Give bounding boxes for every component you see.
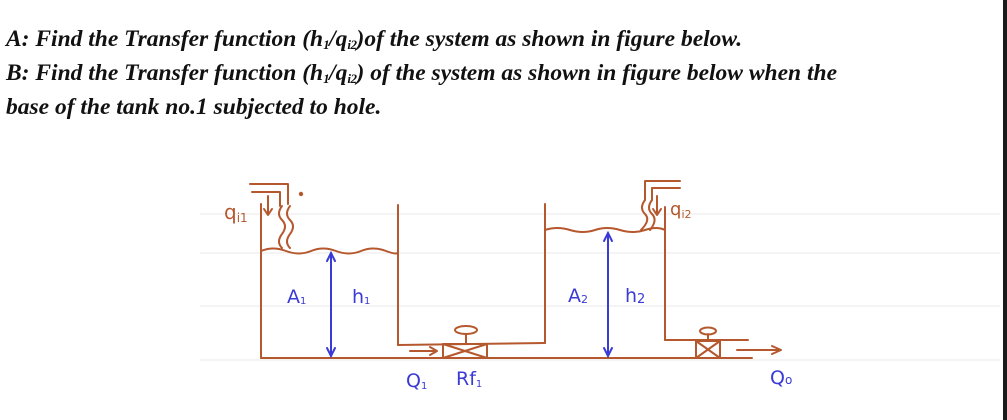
label-qo: Qo bbox=[770, 367, 792, 389]
valve-outlet[interactable] bbox=[695, 326, 721, 359]
label-h1: h1 bbox=[352, 286, 370, 308]
question-a-suffix: )of the system as shown in figure below. bbox=[356, 26, 743, 52]
subscript: 1 bbox=[323, 37, 330, 52]
question-b-suffix: ) of the system as shown in figure below… bbox=[356, 60, 838, 86]
valve-handwheel bbox=[699, 326, 717, 336]
label-q1: Q1 bbox=[406, 370, 427, 392]
valve-rf1[interactable] bbox=[442, 325, 488, 359]
flow-arrow-qo bbox=[736, 345, 782, 355]
label-h2: h2 bbox=[625, 285, 645, 307]
question-text: A: Find the Transfer function (h1/qi2)of… bbox=[6, 25, 837, 121]
tank-1-inflow-pipe bbox=[249, 183, 294, 249]
page-edge-bar bbox=[1003, 0, 1007, 420]
tank-1 bbox=[260, 203, 400, 359]
tank-2-inflow-pipe bbox=[640, 180, 681, 231]
question-a: A: Find the Transfer function (h1/qi2)of… bbox=[6, 25, 837, 59]
tank-2-water-surface bbox=[544, 227, 666, 233]
flow-arrow-q1 bbox=[409, 346, 438, 356]
notebook-gridlines bbox=[200, 213, 1000, 361]
label-a2: A2 bbox=[568, 285, 588, 307]
question-b-prefix: B: Find the Transfer function (h bbox=[6, 60, 324, 86]
subscript: 1 bbox=[323, 71, 330, 86]
tank-1-water-surface bbox=[260, 247, 400, 255]
question-a-mid: /q bbox=[329, 26, 348, 52]
label-a1: A1 bbox=[287, 286, 306, 308]
question-b-mid: /q bbox=[329, 60, 348, 86]
question-b: B: Find the Transfer function (h1/qi2) o… bbox=[6, 59, 837, 93]
question-a-prefix: A: Find the Transfer function (h bbox=[6, 26, 324, 52]
valve-handwheel bbox=[454, 325, 478, 335]
subscript: i2 bbox=[347, 37, 357, 52]
label-qi2: qi2 bbox=[670, 199, 692, 221]
question-b-line2: base of the tank no.1 subjected to hole. bbox=[6, 94, 382, 120]
h1-dimension-arrow bbox=[326, 250, 336, 359]
h2-dimension-arrow bbox=[603, 230, 613, 359]
subscript: i2 bbox=[347, 71, 357, 86]
label-qi1: qi1 bbox=[224, 200, 248, 225]
label-rf1: Rf1 bbox=[456, 368, 482, 390]
